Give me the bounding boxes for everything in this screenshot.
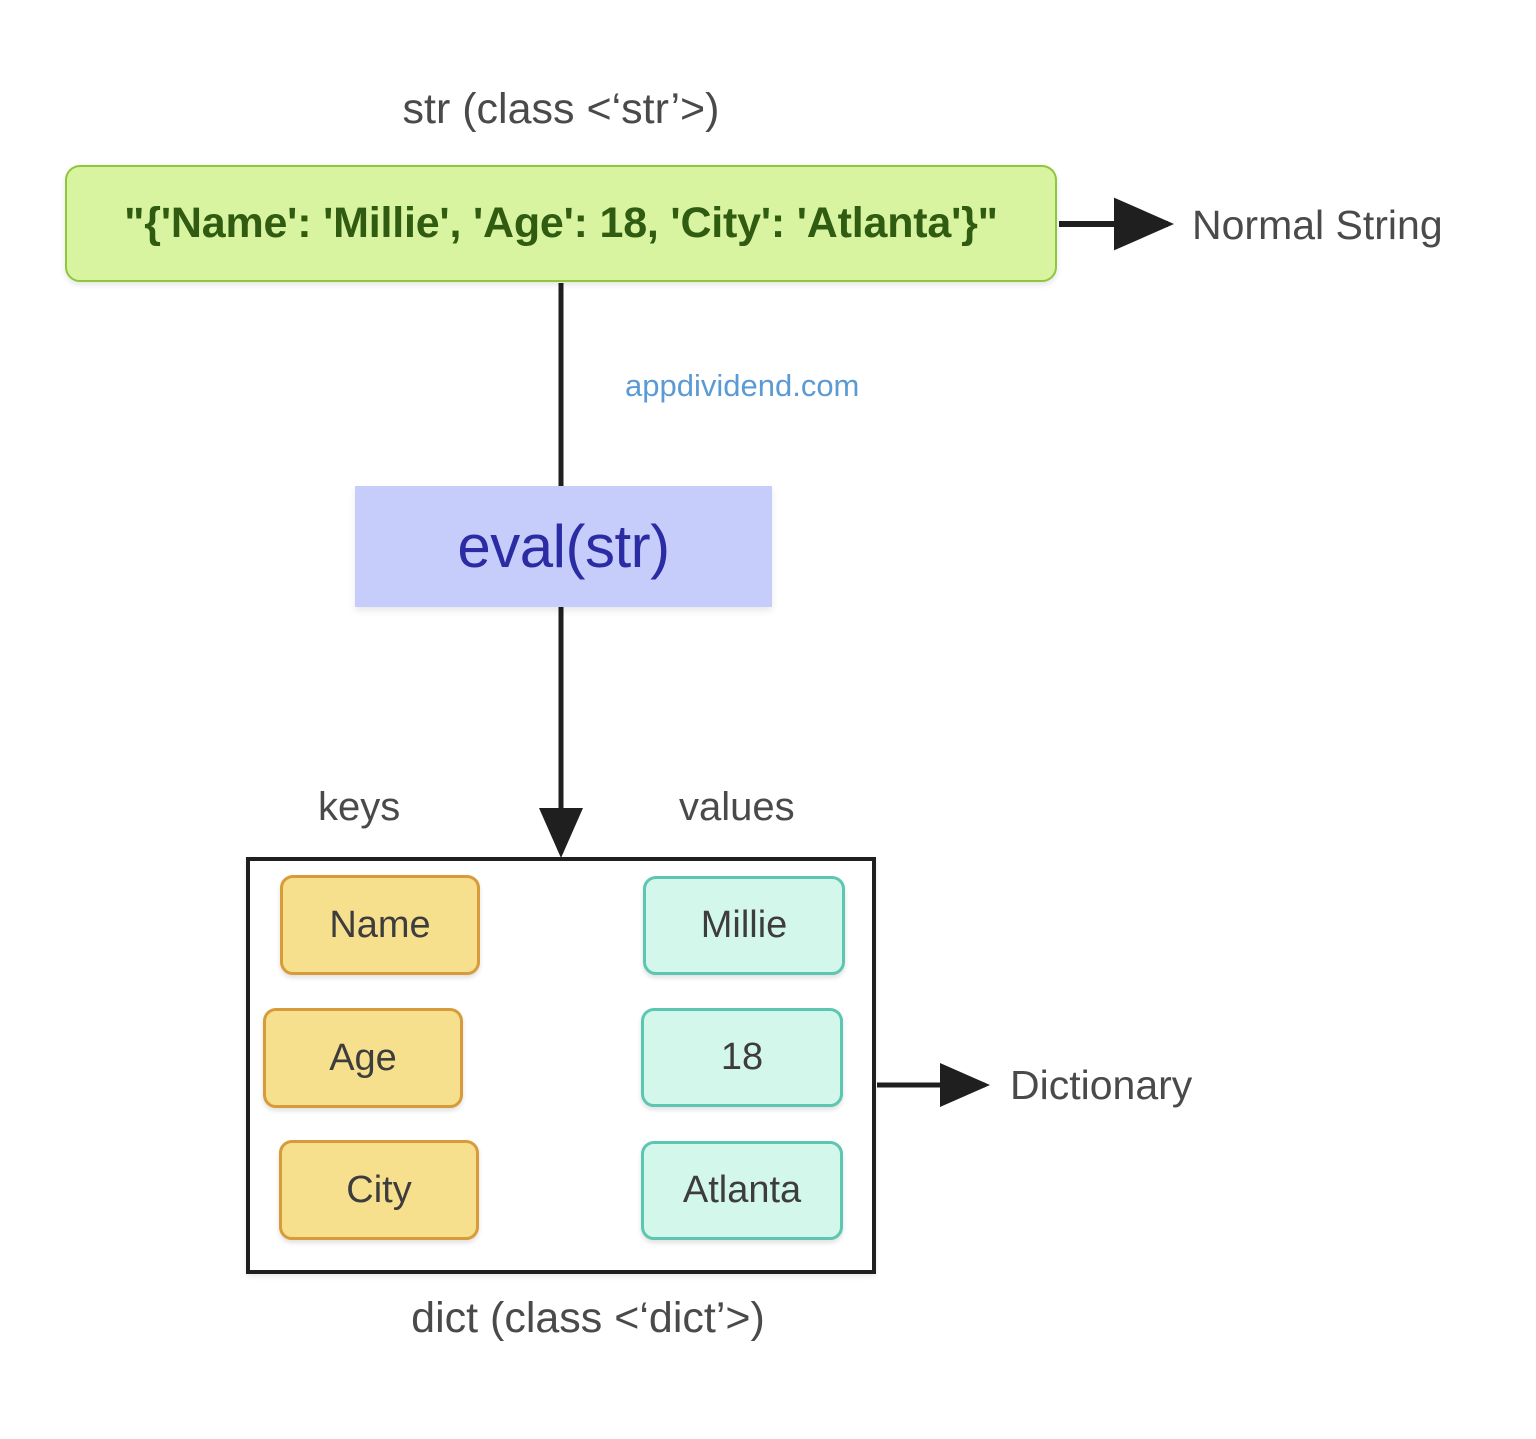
str-type-caption: str (class <‘str’>) <box>402 85 720 133</box>
dict-value-chip: 18 <box>641 1008 843 1107</box>
dict-key-chip: City <box>279 1140 479 1240</box>
dict-value-label: Millie <box>700 904 788 946</box>
dict-key-label: City <box>346 1168 412 1211</box>
eval-function-label: eval(str) <box>457 513 670 580</box>
dict-key-chip: Age <box>263 1008 463 1108</box>
string-node: "{'Name': 'Millie', 'Age': 18, 'City': '… <box>65 165 1057 282</box>
dict-value-label: 18 <box>720 1036 764 1078</box>
dict-key-label: Name <box>329 903 431 946</box>
dict-key-label: Age <box>329 1036 397 1079</box>
dictionary-annotation: Dictionary <box>1010 1062 1193 1108</box>
string-node-value: "{'Name': 'Millie', 'Age': 18, 'City': '… <box>124 199 998 247</box>
normal-string-annotation: Normal String <box>1192 202 1443 248</box>
eval-function-node: eval(str) <box>355 486 772 607</box>
keys-column-header: keys <box>318 785 401 829</box>
values-column-header: values <box>679 785 795 829</box>
dict-value-label: Atlanta <box>682 1169 802 1211</box>
dict-value-chip: Millie <box>643 876 845 975</box>
dict-type-caption: dict (class <‘dict’>) <box>411 1294 765 1342</box>
dict-key-chip: Name <box>280 875 480 975</box>
watermark-text: appdividend.com <box>625 368 860 403</box>
dict-value-chip: Atlanta <box>641 1141 843 1240</box>
